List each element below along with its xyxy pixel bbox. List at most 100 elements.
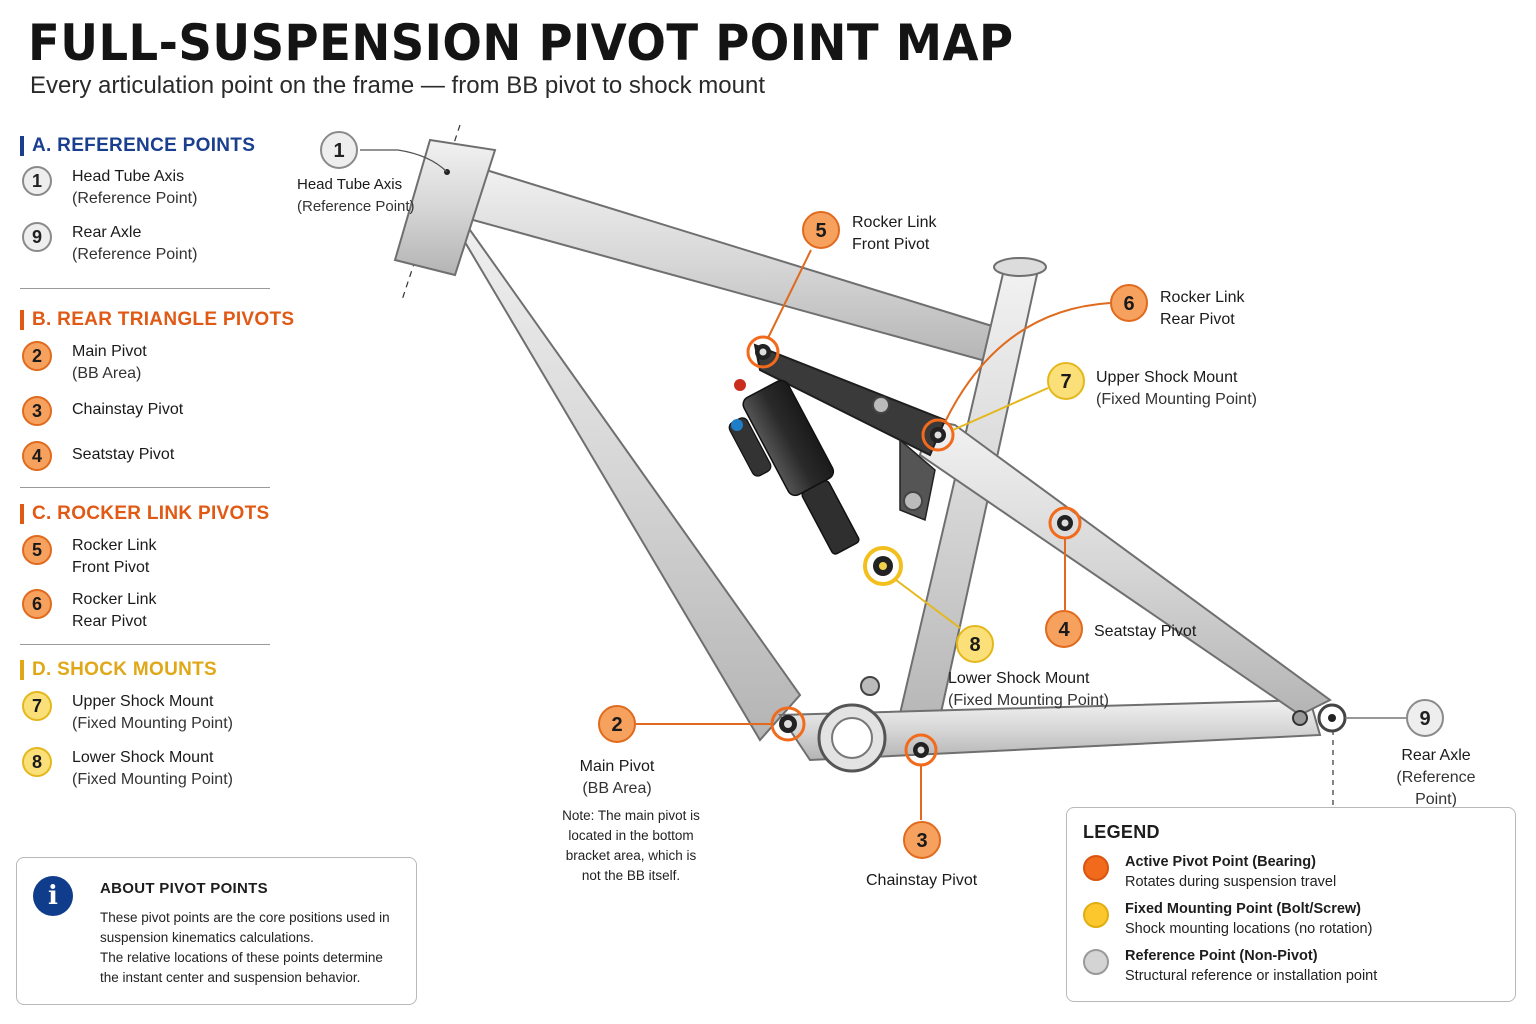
callout-label-8: Lower Shock Mount (Fixed Mounting Point) <box>948 668 1109 712</box>
list-item-lower-shock: 8 Lower Shock Mount (Fixed Mounting Poin… <box>22 747 233 791</box>
info-title: ABOUT PIVOT POINTS <box>100 880 268 897</box>
list-item-seatstay-pivot: 4 Seatstay Pivot <box>22 441 174 471</box>
label-line: Seatstay Pivot <box>1094 623 1197 640</box>
label-line: Chainstay Pivot <box>866 872 978 889</box>
callout-badge-7: 7 <box>1047 362 1085 400</box>
label-line: (Fixed Mounting Point) <box>1096 391 1257 408</box>
divider <box>20 288 270 289</box>
label-line: Head Tube Axis <box>297 176 403 193</box>
info-body-1: These pivot points are the core position… <box>100 910 390 945</box>
svg-text:3: 3 <box>916 830 927 852</box>
item-detail: (Reference Point) <box>72 246 198 263</box>
callout-label-2: Main Pivot (BB Area) <box>572 756 662 800</box>
list-item-main-pivot: 2 Main Pivot (BB Area) <box>22 341 147 385</box>
badge-8: 8 <box>22 747 52 777</box>
svg-text:8: 8 <box>969 634 980 656</box>
callout-badge-5: 5 <box>802 211 840 249</box>
callout-badge-2: 2 <box>598 705 636 743</box>
callout-label-4: Seatstay Pivot <box>1094 621 1196 643</box>
legend-name: Active Pivot Point (Bearing) <box>1125 854 1316 870</box>
callout-label-5: Rocker Link Front Pivot <box>852 212 936 256</box>
svg-text:4: 4 <box>1058 619 1070 641</box>
frame-bolt <box>903 491 923 511</box>
legend-panel: LEGEND Active Pivot Point (Bearing) Rota… <box>1066 807 1516 1002</box>
callout-label-9: Rear Axle (Reference Point) <box>1376 745 1496 811</box>
item-detail: (BB Area) <box>72 365 142 382</box>
svg-text:7: 7 <box>1060 371 1071 393</box>
list-item-rear-axle: 9 Rear Axle (Reference Point) <box>22 222 197 266</box>
divider <box>20 644 270 645</box>
main-pivot-note: Note: The main pivot is located in the b… <box>562 808 700 883</box>
list-item-rocker-front: 5 Rocker Link Front Pivot <box>22 535 156 579</box>
section-heading-rear-triangle: B. REAR TRIANGLE PIVOTS <box>20 310 294 330</box>
item-name: Rocker Link <box>72 537 157 554</box>
leader-1 <box>360 149 448 173</box>
info-body: These pivot points are the core position… <box>100 908 405 988</box>
bottom-bracket-bore <box>831 717 873 759</box>
callout-label-3: Chainstay Pivot <box>866 870 977 892</box>
item-name: Seatstay Pivot <box>72 446 175 463</box>
info-body-2: The relative locations of these points d… <box>100 950 383 985</box>
badge-7: 7 <box>22 691 52 721</box>
item-name: Head Tube Axis <box>72 168 185 185</box>
item-name: Upper Shock Mount <box>72 693 214 710</box>
label-line: Rocker Link <box>852 214 937 231</box>
legend-title: LEGEND <box>1083 822 1160 842</box>
legend-entry-active: Active Pivot Point (Bearing) Rotates dur… <box>1083 852 1336 892</box>
callout-badge-1: 1 <box>320 131 358 169</box>
leader-5 <box>767 249 812 339</box>
head-tube <box>393 138 497 277</box>
item-detail: (Reference Point) <box>72 190 198 207</box>
item-name: Rear Axle <box>72 224 142 241</box>
pivot-marker-8 <box>863 546 903 586</box>
callout-badge-6: 6 <box>1110 284 1148 322</box>
legend-name: Fixed Mounting Point (Bolt/Screw) <box>1125 901 1362 917</box>
legend-desc: Structural reference or installation poi… <box>1125 968 1378 984</box>
page-title: FULL-SUSPENSION PIVOT POINT MAP <box>28 14 1014 72</box>
list-item-rocker-rear: 6 Rocker Link Rear Pivot <box>22 589 156 633</box>
section-heading-reference: A. REFERENCE POINTS <box>20 136 255 156</box>
svg-text:2: 2 <box>611 714 622 736</box>
pivot-marker-6 <box>921 418 955 452</box>
badge-9: 9 <box>22 222 52 252</box>
label-line: (BB Area) <box>582 780 652 797</box>
legend-name: Reference Point (Non-Pivot) <box>1125 948 1318 964</box>
rocker-link <box>753 343 947 457</box>
item-detail: Front Pivot <box>72 559 150 576</box>
svg-text:5: 5 <box>815 220 826 242</box>
label-line: Upper Shock Mount <box>1096 369 1238 386</box>
label-line: Rocker Link <box>1160 289 1245 306</box>
pivot-marker-3 <box>904 733 938 767</box>
leader-6 <box>944 302 1111 423</box>
svg-text:6: 6 <box>1123 293 1134 315</box>
svg-text:9: 9 <box>1419 708 1430 730</box>
label-line: Main Pivot <box>579 758 655 775</box>
item-name: Rocker Link <box>72 591 157 608</box>
frame-bolt <box>860 676 880 696</box>
item-detail: Rear Pivot <box>72 613 147 630</box>
item-detail: (Fixed Mounting Point) <box>72 715 233 732</box>
label-line: Rear Axle <box>1401 747 1471 764</box>
badge-3: 3 <box>22 396 52 426</box>
section-heading-rocker-link: C. ROCKER LINK PIVOTS <box>20 504 269 524</box>
label-line: (Reference Point) <box>297 198 415 215</box>
shock-dial-red <box>734 379 746 391</box>
reference-point-swatch <box>1083 949 1109 975</box>
page-subtitle: Every articulation point on the frame — … <box>30 72 765 99</box>
leader-7 <box>952 387 1049 431</box>
callout-badge-3: 3 <box>903 821 941 859</box>
dropout-bolt <box>1292 710 1308 726</box>
item-name: Main Pivot <box>72 343 147 360</box>
label-line: (Fixed Mounting Point) <box>948 692 1109 709</box>
legend-desc: Shock mounting locations (no rotation) <box>1125 921 1373 937</box>
callout-label-1: Head Tube Axis (Reference Point) <box>297 174 415 218</box>
leader-8 <box>895 579 961 629</box>
item-name: Lower Shock Mount <box>72 749 214 766</box>
rear-shock <box>728 379 860 555</box>
callout-label-6: Rocker Link Rear Pivot <box>1160 287 1244 331</box>
legend-desc: Rotates during suspension travel <box>1125 874 1337 890</box>
active-pivot-swatch <box>1083 855 1109 881</box>
section-heading-shock-mounts: D. SHOCK MOUNTS <box>20 660 217 680</box>
label-line: Lower Shock Mount <box>948 670 1090 687</box>
